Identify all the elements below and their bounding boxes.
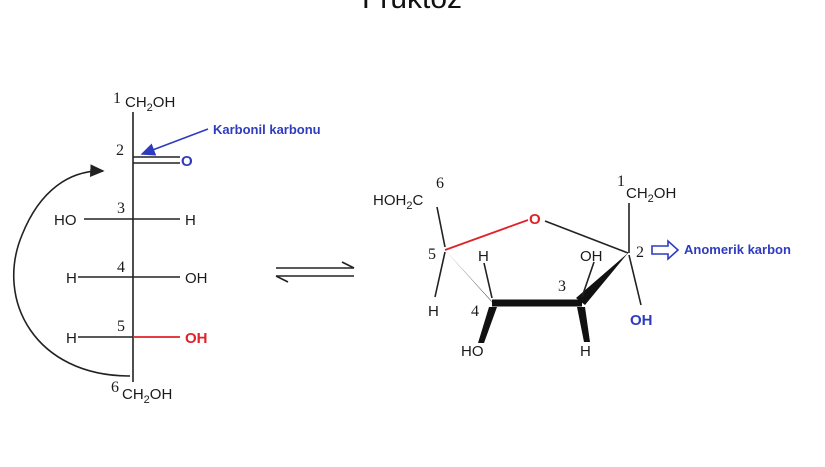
ring-c5-c6-bond xyxy=(436,206,446,248)
ring-c3-number: 3 xyxy=(558,278,566,295)
fischer-carbonyl-oxygen: O xyxy=(181,153,193,170)
fischer-c1-group: CH2OH xyxy=(125,94,175,114)
ring-c3-h-wedge xyxy=(577,307,590,342)
ring-oxygen: O xyxy=(529,211,541,228)
ring-c4-number: 4 xyxy=(471,303,479,320)
cyclization-curved-arrow xyxy=(13,164,131,377)
ring-c5-h-bond xyxy=(434,251,446,298)
ring-anomeric-hydroxyl: OH xyxy=(630,312,653,329)
fischer-c5-number: 5 xyxy=(117,318,125,335)
fischer-projection: 1 CH2OH 2 O Karbonil karbonu 3 HO H 4 H … xyxy=(13,90,321,406)
carbonyl-carbon-label: Karbonil karbonu xyxy=(213,122,321,137)
carbonyl-pointer-arrow xyxy=(140,128,209,156)
fischer-c4-right-group: OH xyxy=(185,270,208,287)
ring-c5-h: H xyxy=(428,303,439,320)
fischer-c4-number: 4 xyxy=(117,259,125,276)
reverse-arrow-head xyxy=(275,275,289,283)
fischer-c3-right-group: H xyxy=(185,212,196,229)
anomeric-carbon-label: Anomerik karbon xyxy=(684,242,791,257)
fischer-c3-left-group: HO xyxy=(54,212,77,229)
ring-c4-h-bond xyxy=(483,262,493,299)
fischer-c3-number: 3 xyxy=(117,200,125,217)
forward-arrow-head xyxy=(341,261,355,269)
ring-c2-c3-wedge xyxy=(576,253,628,305)
haworth-projection: 6 HOH2C O 1 CH2OH 5 H 4 H HO 3 OH H 2 xyxy=(373,173,791,360)
fischer-c5-left-group: H xyxy=(66,330,77,347)
ring-c5-c4-wedge xyxy=(445,250,497,307)
ring-c4-ho-wedge xyxy=(478,307,497,343)
fischer-c6-number: 6 xyxy=(111,379,119,396)
ring-o-c2-bond xyxy=(544,220,629,254)
ring-c5-o-red-bond xyxy=(444,219,529,251)
ring-c2-oh-bond xyxy=(628,254,642,306)
fischer-c6-group: CH2OH xyxy=(122,386,172,406)
fischer-c2-number: 2 xyxy=(116,142,124,159)
fischer-c1-number: 1 xyxy=(113,90,121,107)
fischer-c4-left-group: H xyxy=(66,270,77,287)
equilibrium-arrows xyxy=(275,261,355,283)
fischer-c5-hydroxyl: OH xyxy=(185,330,208,347)
ring-c4-h-up: H xyxy=(478,248,489,265)
ring-c5-number: 5 xyxy=(428,246,436,263)
anomeric-pointer-arrow xyxy=(651,239,680,261)
ring-c3-h: H xyxy=(580,343,591,360)
ring-c1-number: 1 xyxy=(617,173,625,190)
ring-c6-group: HOH2C xyxy=(373,192,423,212)
ring-c3-hydroxyl: OH xyxy=(580,248,603,265)
ring-c3-oh-bond xyxy=(581,261,595,298)
ring-c6-number: 6 xyxy=(436,175,444,192)
header-fragment: Früktoz xyxy=(362,0,462,15)
ring-c2-number: 2 xyxy=(636,244,644,261)
ring-c1-group: CH2OH xyxy=(626,185,676,205)
ring-c4-hydroxyl: HO xyxy=(461,343,484,360)
